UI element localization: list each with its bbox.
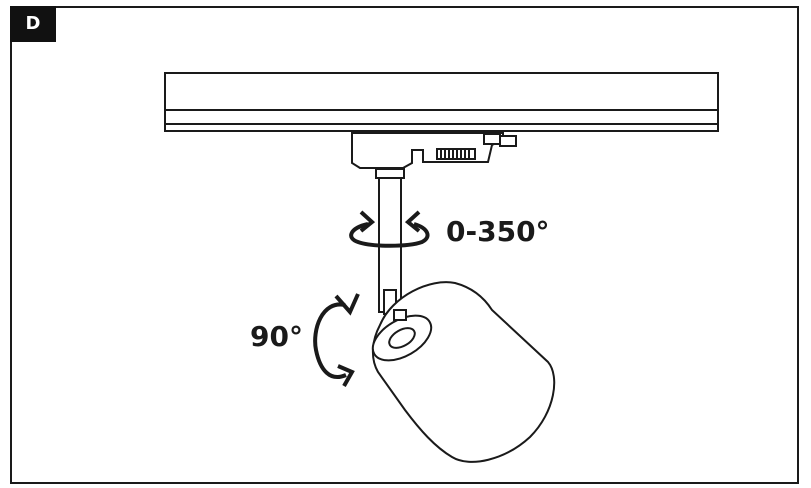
rotation-range-label: 0-350° (446, 215, 550, 248)
tilt-arrows (313, 293, 360, 387)
tilt-range-label: 90° (250, 320, 303, 353)
adapter-dial (436, 148, 476, 160)
step-badge: D (10, 6, 56, 42)
track-adapter (351, 132, 517, 169)
lamp-stem (375, 168, 405, 315)
lamp-head (371, 281, 556, 463)
rotation-arrows-horizontal (349, 210, 430, 248)
track-rail (164, 72, 719, 132)
